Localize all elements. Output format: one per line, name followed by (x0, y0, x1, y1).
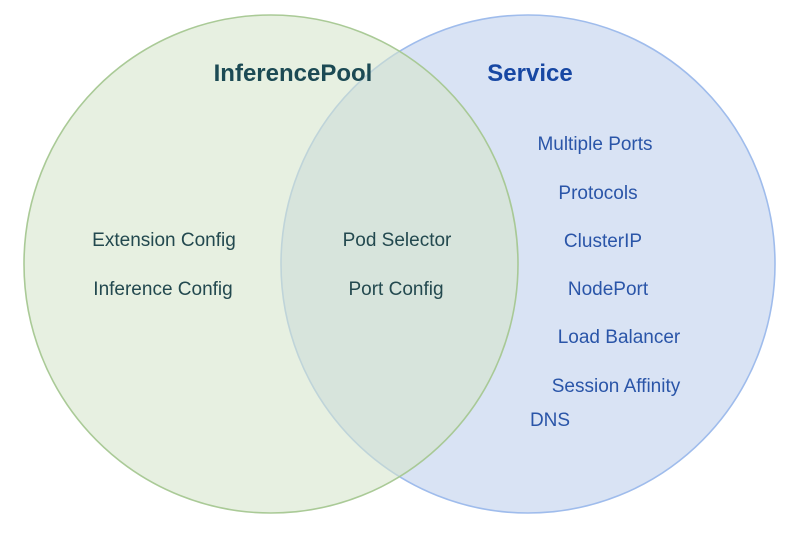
item-load-balancer: Load Balancer (557, 327, 681, 348)
item-pod-selector: Pod Selector (342, 230, 452, 251)
inferencepool-title: InferencePool (213, 60, 373, 87)
item-extension-config: Extension Config (92, 230, 236, 251)
service-title: Service (487, 60, 573, 87)
item-dns: DNS (529, 410, 571, 431)
inferencepool-circle (23, 14, 519, 514)
item-nodeport: NodePort (567, 279, 649, 300)
item-session-affinity: Session Affinity (551, 376, 681, 397)
item-protocols: Protocols (558, 183, 638, 204)
item-multiple-ports: Multiple Ports (537, 134, 653, 155)
item-port-config: Port Config (348, 279, 444, 300)
item-inference-config: Inference Config (93, 279, 233, 300)
item-clusterip: ClusterIP (563, 231, 643, 252)
